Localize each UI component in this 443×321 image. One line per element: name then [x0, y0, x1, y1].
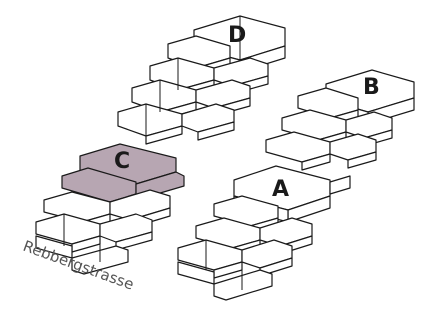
building-label-D: D — [228, 23, 246, 48]
left-stack-upper — [117, 35, 269, 145]
building-label-B: B — [363, 75, 380, 100]
building-label-A: A — [272, 177, 289, 202]
building-label-C: C — [114, 149, 130, 174]
left-stack-lower — [35, 189, 171, 275]
right-stack-lower — [177, 195, 313, 301]
right-stack-upper — [265, 87, 393, 171]
building-C[interactable] — [61, 143, 185, 211]
